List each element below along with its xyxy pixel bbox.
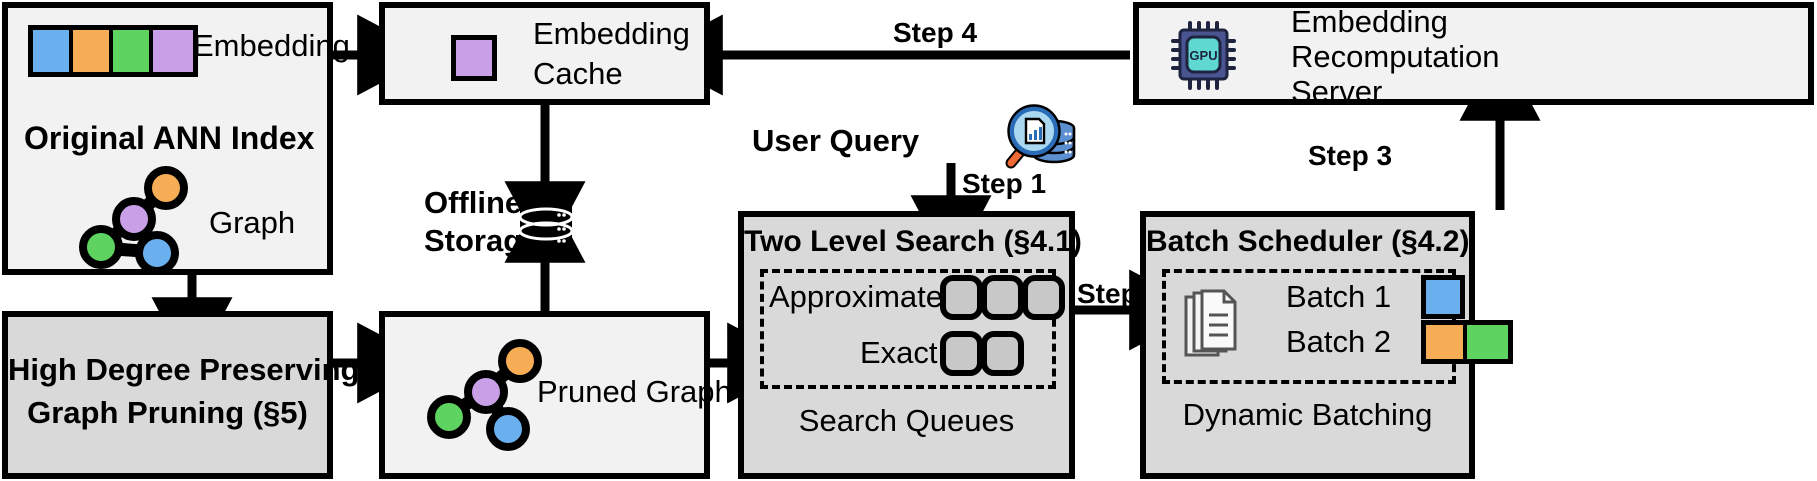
- approximate-queue-cell-2: [981, 275, 1024, 320]
- embedding-cell-purple: [153, 30, 193, 72]
- graph-node-blue: [135, 231, 179, 275]
- batch-scheduler-box: Batch Scheduler (§4.2) Batch 1 Batch 2 D…: [1140, 211, 1513, 479]
- recomputation-server-box: GPU Embedding Recomputation Server: [1133, 2, 1814, 109]
- exact-queue-cell-2: [981, 331, 1024, 376]
- recomputation-server-line1: Embedding: [1291, 4, 1448, 39]
- pruned-node-green: [427, 395, 471, 439]
- graph-node-purple: [112, 197, 156, 241]
- batch-scheduler-title: Batch Scheduler (§4.2): [1146, 225, 1470, 258]
- exact-queue-cell-1: [940, 331, 983, 376]
- offline-storage-line1: Offline: [424, 185, 523, 220]
- embedding-cache-line2: Cache: [533, 56, 623, 91]
- pruned-node-blue: [486, 407, 530, 451]
- step-4-label: Step 4: [893, 17, 978, 48]
- pruned-node-orange: [498, 339, 542, 383]
- two-level-search-title: Two Level Search (§4.1): [744, 225, 1082, 258]
- gpu-chip-text: GPU: [1189, 48, 1217, 63]
- step-1-label: Step 1: [962, 168, 1047, 199]
- graph-label: Graph: [209, 205, 296, 240]
- graph-pruning-line2: Graph Pruning (§5): [27, 395, 308, 430]
- embedding-cell-orange: [73, 30, 113, 72]
- pruned-node-purple: [464, 370, 508, 414]
- graph-node-orange: [144, 166, 188, 210]
- embedding-cache-box: Embedding Cache: [379, 2, 710, 105]
- original-ann-index-box: Embedding Original ANN Index Graph: [2, 2, 350, 275]
- graph-pruning-box: High Degree Preserving Graph Pruning (§5…: [2, 311, 360, 479]
- step-3-label: Step 3: [1308, 140, 1393, 171]
- search-queues-dashed-region: [760, 269, 1056, 389]
- gpu-chip-icon: GPU: [1171, 21, 1236, 90]
- embedding-cell-green: [113, 30, 153, 72]
- embedding-cache-line1: Embedding: [533, 16, 690, 51]
- dynamic-batching-footer: Dynamic Batching: [1182, 397, 1433, 432]
- recomputation-server-line2: Recomputation: [1291, 39, 1500, 74]
- batch-2-chip-green: [1467, 325, 1508, 359]
- pruned-graph-box: Pruned Graph: [379, 311, 732, 479]
- graph-node-green: [79, 225, 123, 269]
- graph-glyph-pruned: [427, 339, 542, 451]
- batch-1-chip-blue: [1421, 275, 1465, 319]
- batch-2-chip-group: [1421, 320, 1513, 364]
- database-cylinder-icon: [518, 196, 574, 254]
- graph-glyph-original: [79, 166, 188, 275]
- search-queues-footer: Search Queues: [798, 403, 1015, 438]
- embedding-swatch-strip: [28, 25, 198, 77]
- batch-2-chip-orange: [1426, 325, 1467, 359]
- embedding-cell-blue: [33, 30, 73, 72]
- original-ann-index-title: Original ANN Index: [24, 120, 315, 156]
- magnifier-document-database-icon: [1005, 104, 1076, 169]
- batch-2-label: Batch 2: [1286, 324, 1392, 359]
- two-level-search-box: Two Level Search (§4.1) Approximate Exac…: [738, 211, 1082, 479]
- user-query-label: User Query: [752, 123, 920, 158]
- approximate-queue-cell-3: [1022, 275, 1065, 320]
- documents-stack-icon: [1184, 289, 1237, 357]
- graph-pruning-line1: High Degree Preserving: [8, 352, 360, 387]
- approximate-queue-cell-1: [940, 275, 983, 320]
- recomputation-server-line3: Server: [1291, 74, 1383, 109]
- embedding-label: Embedding: [193, 28, 350, 63]
- exact-row-label: Exact: [860, 335, 938, 370]
- pruned-graph-label: Pruned Graph: [537, 374, 732, 409]
- embedding-cache-swatch: [451, 35, 497, 81]
- batch-1-label: Batch 1: [1286, 279, 1392, 314]
- approximate-row-label: Approximate: [769, 279, 944, 314]
